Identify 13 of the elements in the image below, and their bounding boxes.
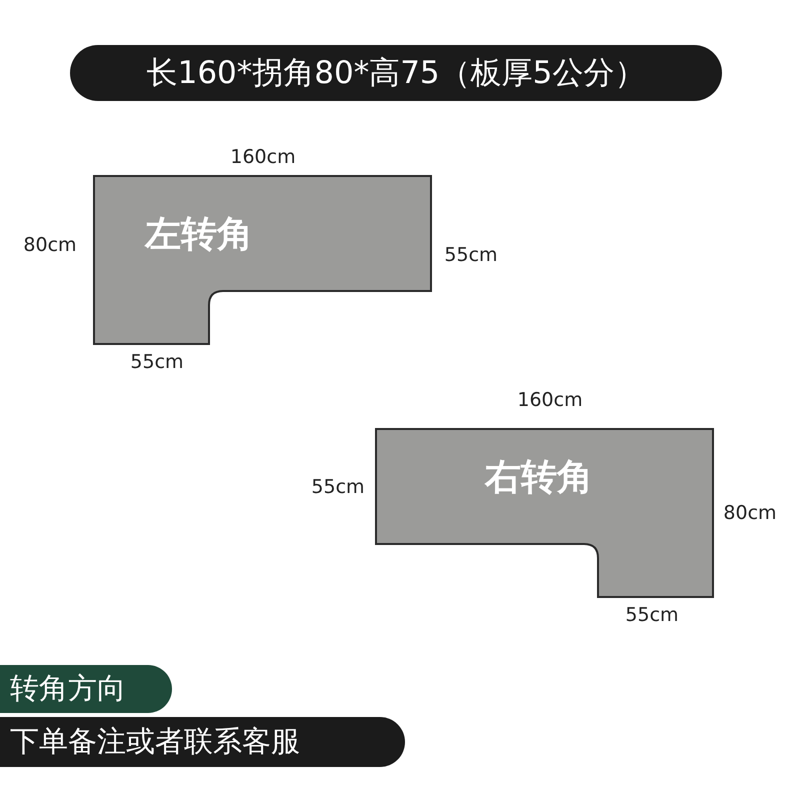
dimension-label: 160cm <box>517 389 583 411</box>
desk-label: 右转角 <box>485 456 593 500</box>
desk-label: 左转角 <box>145 213 253 257</box>
dimension-label: 55cm <box>625 604 679 626</box>
dimension-label: 80cm <box>23 234 77 256</box>
direction-note: 转角方向 <box>0 665 172 713</box>
dimension-label: 80cm <box>723 502 777 524</box>
order-note: 下单备注或者联系客服 <box>0 717 405 767</box>
dimension-label: 55cm <box>311 476 365 498</box>
dimension-label: 55cm <box>130 351 184 373</box>
dimension-label: 160cm <box>230 146 296 168</box>
title-banner: 长160*拐角80*高75（板厚5公分） <box>70 45 722 101</box>
dimension-label: 55cm <box>444 244 498 266</box>
